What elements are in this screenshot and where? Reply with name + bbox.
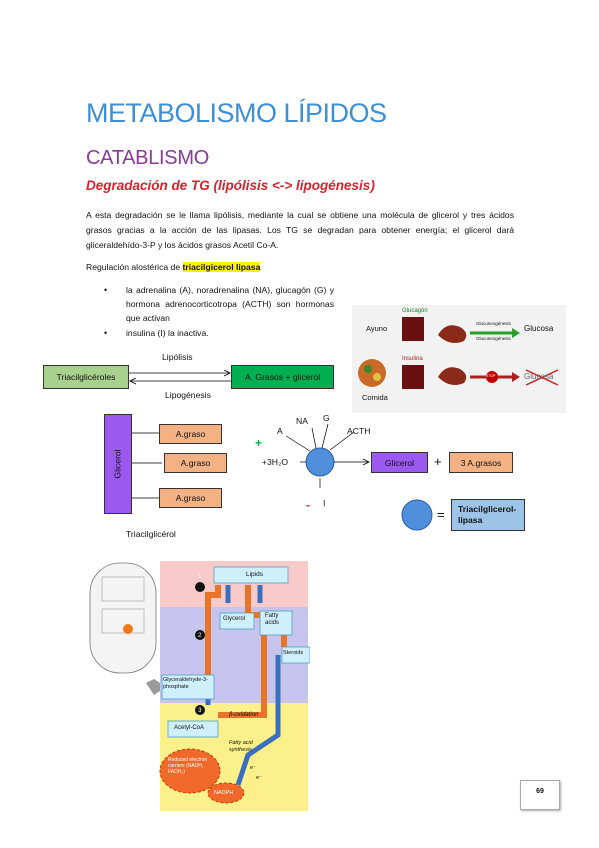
photo-insulin: Insulina: [402, 356, 423, 362]
fatty-acid-box: A.graso: [164, 453, 227, 473]
bullet-text-1: la adrenalina (A), noradrenalina (NA), g…: [126, 285, 334, 323]
step-3: 3: [198, 707, 202, 714]
enzyme-diagram: [285, 423, 370, 488]
intro-paragraph: A esta degradación se le llama lipólisis…: [86, 210, 514, 250]
node-steroids: Steroids: [283, 650, 304, 656]
enzyme-legend-node: [401, 499, 433, 531]
step-2: 2: [198, 632, 202, 639]
step-1: 1: [198, 573, 202, 580]
inhibitor-minus-sign: -: [306, 498, 310, 512]
glycerol-backbone: Glicerol: [104, 414, 132, 514]
label-beta-oxidation: β-oxidation: [229, 712, 259, 718]
label-electron-2: e⁻: [256, 775, 262, 781]
node-reduced-carriers: Reduced electron carriers (NADH, FADH₂): [168, 757, 208, 775]
label-electron-1: e⁻: [250, 765, 256, 771]
bullet-text-2: insulina (I) la inactiva.: [126, 328, 209, 338]
regulation-prefix: Regulación alostérica de: [86, 262, 181, 272]
activator-acth: ACTH: [347, 426, 371, 436]
product-glicerol: Glicerol: [371, 452, 428, 473]
regulation-enzyme: triacilgicerol lipasa: [182, 262, 261, 272]
fatty-acid-box: A.graso: [159, 488, 222, 508]
node-g3p: Glyceraldehyde-3-phosphate: [163, 677, 208, 690]
activator-a: A: [277, 426, 283, 436]
hormone-photo-graphic: [358, 317, 559, 389]
page-number: 69: [520, 780, 560, 810]
photo-glucose-1: Glucosa: [524, 324, 554, 333]
subsection-heading: Degradación de TG (lipólisis <-> lipogén…: [86, 178, 375, 193]
photo-stop: STOP: [486, 374, 496, 378]
reaction-right-box: A. Grasos + glicerol: [231, 365, 334, 389]
page-title: METABOLISMO LÍPIDOS: [86, 98, 387, 128]
node-fatty-acids: Fatty acids: [265, 613, 280, 626]
glycerol-backbone-label: Glicerol: [113, 449, 124, 479]
bullet-item: • insulina (I) la inactiva.: [104, 326, 334, 340]
bullet-dot: •: [104, 328, 108, 338]
tg-bonds: [132, 432, 162, 499]
bullet-dot: •: [104, 285, 108, 295]
photo-process-2: Gluconeogénesis: [476, 336, 511, 341]
photo-label-meal: Comida: [362, 393, 388, 402]
product-plus: +: [434, 454, 442, 469]
tg-caption: Triacilglicérol: [126, 529, 176, 539]
reaction-forward-label: Lipólisis: [162, 352, 193, 362]
node-glycerol: Glycerol: [223, 616, 246, 622]
node-lipids: Lipids: [246, 571, 263, 578]
lipid-pathway-figure: [89, 561, 310, 811]
label-fa-synthesis: Fatty acid synthesis: [229, 740, 253, 753]
node-nadph: NADPH: [214, 790, 234, 796]
photo-process-1: Gluconeogénesis: [476, 321, 511, 326]
activator-g: G: [323, 413, 330, 423]
activator-plus-sign: +: [255, 436, 263, 450]
bullet-list: • la adrenalina (A), noradrenalina (NA),…: [104, 283, 334, 340]
photo-glucose-2: Glucosa: [524, 372, 554, 381]
activator-na: NA: [296, 416, 308, 426]
reaction-backward-label: Lipogénesis: [165, 390, 211, 400]
legend-equals: =: [437, 507, 445, 522]
section-heading: CATABLISMO: [86, 147, 209, 169]
product-fatty-acids: 3 A.grasos: [449, 452, 513, 473]
enzyme-legend-box: Triacilglicerol-lipasa: [451, 499, 525, 531]
fatty-acid-box: A.graso: [159, 424, 222, 444]
reaction-arrows: [129, 369, 231, 385]
bullet-item: • la adrenalina (A), noradrenalina (NA),…: [104, 283, 334, 325]
photo-label-fasting: Ayuno: [366, 324, 388, 333]
photo-glucagon: Glucagón: [402, 308, 428, 314]
hormone-photo: Ayuno Glucagón Gluconeogénesis Gluconeog…: [352, 305, 566, 413]
inhibitor-i: I: [323, 498, 326, 508]
regulation-line: Regulación alostérica de triacilgicerol …: [86, 262, 261, 272]
node-acetyl-coa: Acetyl-CoA: [174, 725, 205, 731]
water-label: +3H₂O: [262, 457, 289, 467]
reaction-left-box: Triacilglicéroles: [43, 365, 129, 389]
